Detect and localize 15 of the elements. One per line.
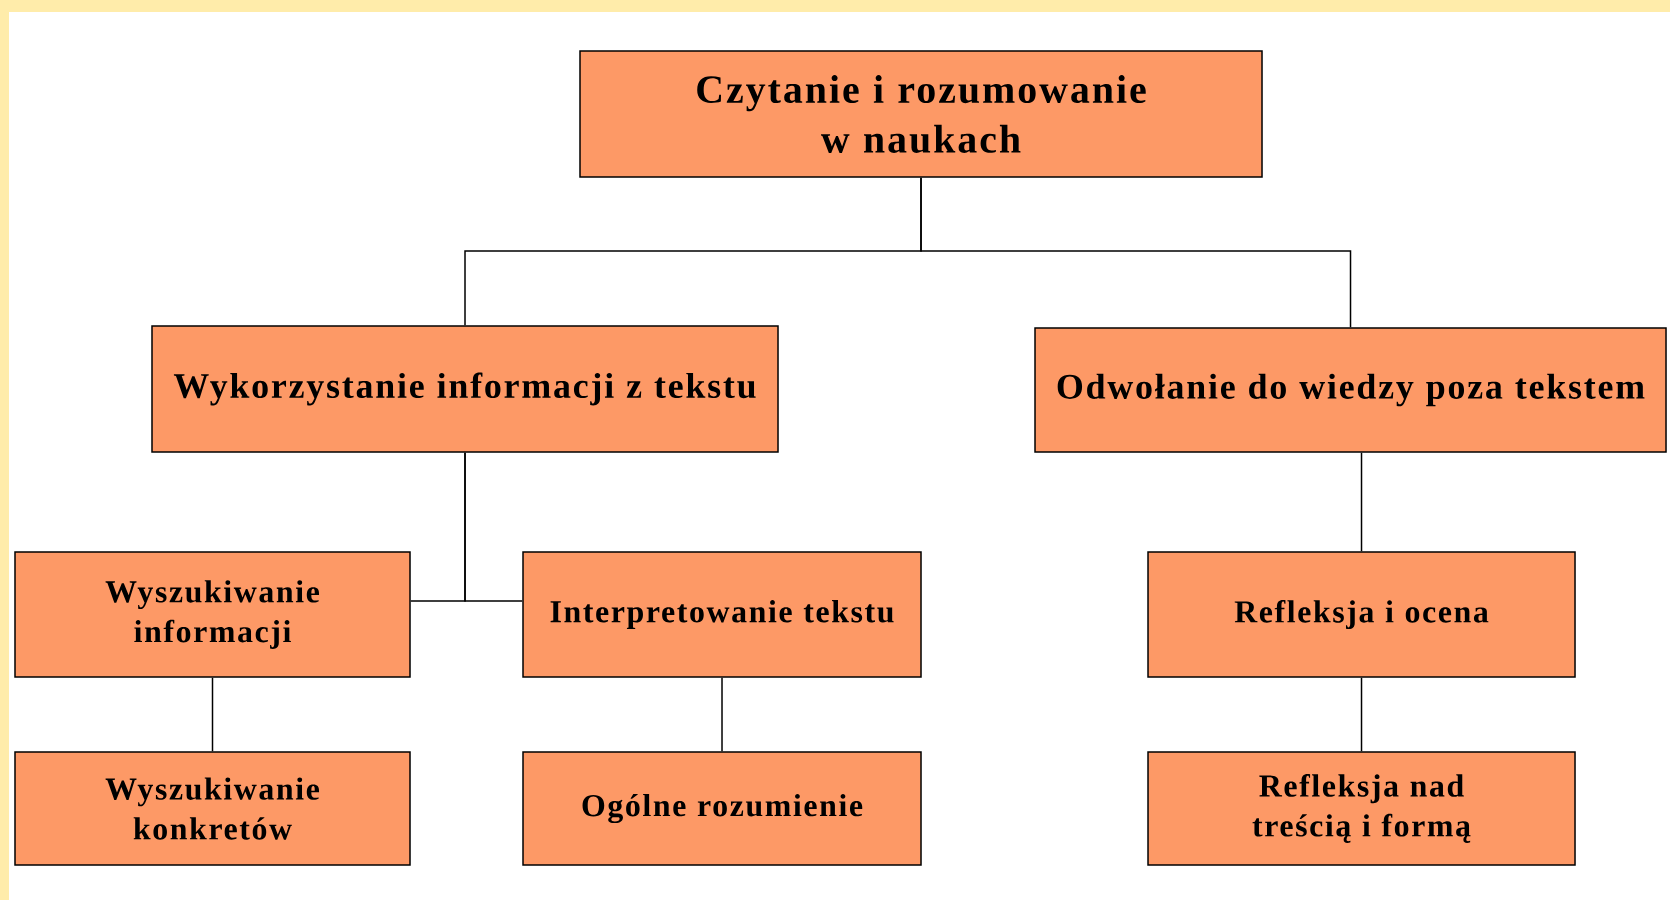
connector-line [464,452,523,602]
category-box: Wykorzystanie informacji z tekstu [151,325,779,453]
category-box: Czytanie i rozumowanie w naukach [579,50,1263,178]
category-box: Odwołanie do wiedzy poza tekstem [1034,327,1667,453]
category-box: Refleksja nad treścią i formą [1147,751,1576,866]
connector-line [721,677,723,752]
connector-line [1360,452,1363,552]
connector-line [1360,677,1363,752]
category-box: Wyszukiwanie konkretów [14,751,411,866]
connector-line [211,677,214,752]
category-box: Interpretowanie tekstu [522,551,922,678]
category-box: Ogólne rozumienie [522,751,922,866]
category-box: Refleksja i ocena [1147,551,1576,678]
category-box: Wyszukiwanie informacji [14,551,411,678]
connector-line [920,177,1352,328]
